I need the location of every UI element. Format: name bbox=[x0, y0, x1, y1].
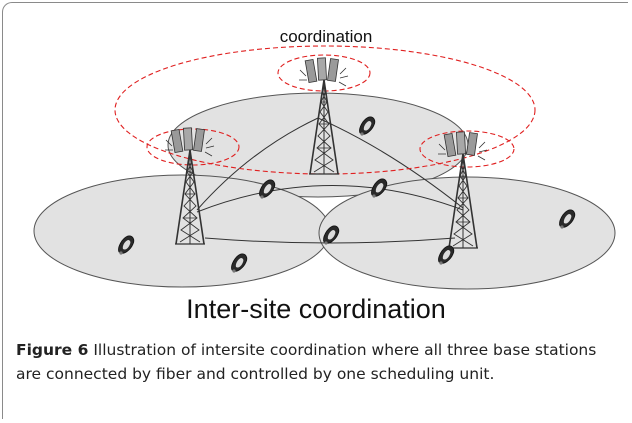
caption-text: Illustration of intersite coordination w… bbox=[16, 341, 597, 383]
coordination-label: coordination bbox=[280, 27, 373, 46]
coordination-ring-right-station bbox=[419, 130, 515, 168]
inter-site-coordination-label: Inter-site coordination bbox=[186, 294, 446, 324]
figure-caption: Figure 6 Illustration of intersite coord… bbox=[16, 338, 612, 386]
coordination-ring-outer bbox=[114, 45, 536, 175]
cell-coverage-right bbox=[318, 176, 616, 290]
figure-number: Figure 6 bbox=[16, 341, 89, 359]
intersite-coordination-diagram: coordination Inter-site coordination bbox=[33, 27, 616, 324]
figure-frame bbox=[2, 2, 628, 419]
